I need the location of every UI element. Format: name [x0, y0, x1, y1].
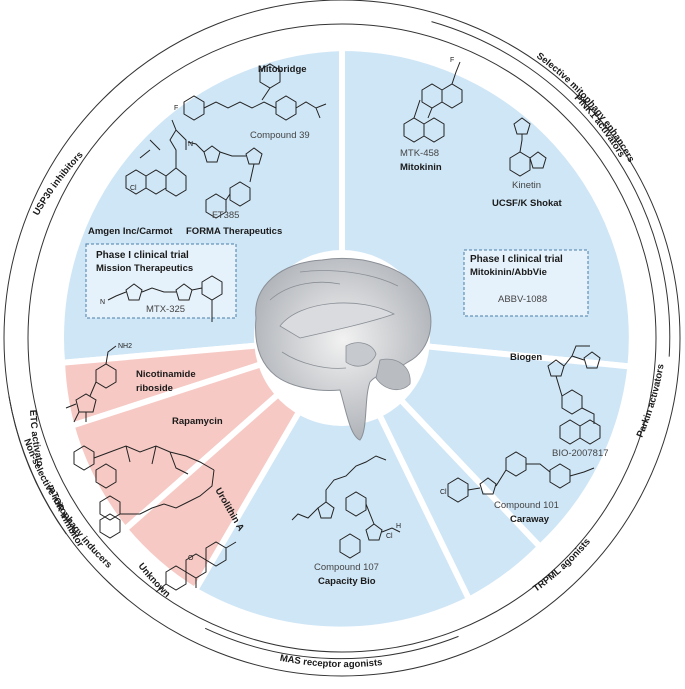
atom-nh2: NH2 [118, 343, 132, 350]
outer-label-mas: MAS receptor agonists [279, 653, 383, 670]
trial-box-mission [85, 243, 237, 319]
structure-urolithin [155, 541, 237, 593]
outer-ring [3, 0, 681, 677]
middle-label-mtor: mTOR inhibitor [45, 483, 86, 549]
atom-n-2: N [100, 299, 105, 306]
middle-label-pink1: PINK1 activators [572, 92, 627, 159]
label-abbv1088: ABBV-1088 [498, 294, 548, 305]
atom-n-1: N [188, 141, 193, 148]
label-compound39: Compound 39 [250, 130, 310, 141]
label-mission: Mission Therapeutics [96, 263, 194, 274]
outer-arcs [8, 21, 671, 660]
label-compound101: Compound 101 [494, 500, 559, 511]
label-nicotinamide: Nicotinamide riboside [136, 369, 196, 394]
label-bio2007817: BIO-2007817 [552, 448, 609, 459]
label-ft385: FT385 [212, 210, 240, 221]
label-trial-title-mission: Phase I clinical trial [96, 250, 189, 261]
label-amgen: Amgen Inc/Carmot [88, 226, 173, 237]
structure-compound101 [447, 451, 595, 503]
structure-mtx325 [107, 275, 223, 322]
structure-compound107 [291, 455, 401, 559]
label-capacity-bio: Capacity Bio [318, 576, 376, 587]
chemical-structures [65, 61, 601, 593]
sector-parkin [334, 334, 634, 552]
middle-label-parkin: Parkin activators [635, 363, 667, 439]
label-trial-title-abbvie: Phase I clinical trial [470, 254, 563, 265]
label-ucsf: UCSF/K Shokat [492, 198, 562, 209]
trial-box-abbvie [463, 249, 589, 317]
atom-cl-2: Cl [440, 489, 447, 496]
atom-labels: F Cl N N F NH2 Cl Cl H O [100, 57, 454, 562]
brain-illustration [255, 257, 432, 441]
label-mtk458: MTK-458 [400, 148, 440, 159]
label-caraway: Caraway [510, 514, 550, 525]
middle-label-usp30: USP30 inhibitors [31, 150, 85, 218]
atom-cl-3: Cl [386, 533, 393, 540]
sector-mas [190, 331, 474, 633]
structure-ft385 [187, 141, 263, 219]
structure-amgen [125, 119, 187, 197]
middle-label-etc: ETC activator [0, 0, 46, 468]
atom-f-1: F [174, 105, 178, 112]
label-rapamycin: Rapamycin [172, 416, 223, 427]
atom-o-1: O [188, 555, 194, 562]
label-biogen: Biogen [510, 352, 543, 363]
label-abbvie: Mitokinin/AbbVie [470, 267, 547, 278]
structure-kinetin [509, 117, 547, 177]
label-mitokinin: Mitokinin [400, 162, 442, 173]
structure-rapamycin [73, 445, 215, 539]
label-kinetin: Kinetin [512, 180, 542, 191]
structure-compound39 [183, 63, 327, 121]
label-compound107: Compound 107 [314, 562, 379, 573]
middle-ring [27, 23, 657, 653]
structure-bio [547, 345, 601, 445]
label-mitobridge: Mitobridge [258, 64, 307, 75]
structure-nicotinamide [65, 345, 117, 423]
atom-h: H [396, 523, 401, 530]
label-forma: FORMA Therapeutics [186, 226, 283, 237]
atom-cl-1: Cl [130, 185, 137, 192]
label-mtx325: MTX-325 [146, 304, 186, 315]
structure-mtk458 [403, 61, 463, 143]
atom-f-2: F [450, 57, 454, 64]
